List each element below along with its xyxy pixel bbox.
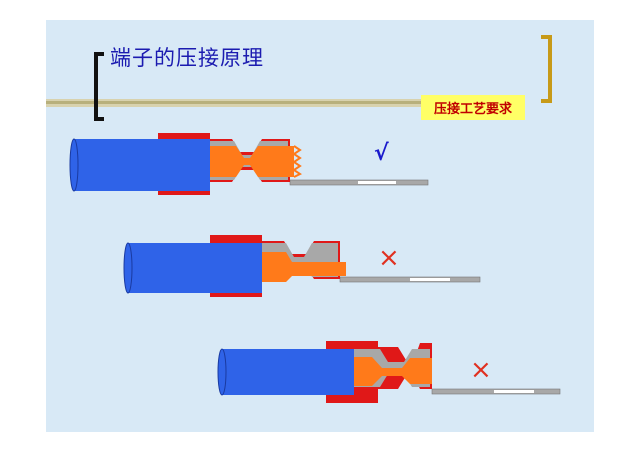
wire-end — [69, 138, 79, 192]
wrong-cross-mark: × — [470, 355, 492, 385]
wire-insulation — [128, 243, 262, 293]
terminal-window — [358, 181, 396, 184]
terminal-window — [494, 390, 534, 393]
wrong-cross-mark: × — [378, 243, 400, 273]
wire-end — [123, 242, 133, 294]
crimp-example-wrong-1 — [123, 235, 481, 297]
strand-ends — [292, 145, 302, 178]
wire-insulation — [74, 139, 210, 191]
header-decoration — [46, 35, 552, 121]
process-requirements-tag: 压接工艺要求 — [421, 95, 525, 120]
conductor-strands — [354, 357, 432, 386]
wire-insulation — [222, 349, 354, 395]
conductor-strands — [262, 252, 346, 282]
correct-check-mark: √ — [374, 141, 389, 166]
slide-title: 端子的压接原理 — [110, 46, 264, 70]
terminal-window — [410, 278, 450, 281]
left-bracket — [94, 52, 104, 121]
conductor-strands — [210, 146, 294, 177]
header-rule-core — [46, 101, 476, 104]
wire-end — [217, 348, 227, 396]
right-bracket — [541, 35, 552, 103]
crimp-example-wrong-2 — [217, 341, 561, 403]
crimp-example-correct — [69, 133, 429, 195]
